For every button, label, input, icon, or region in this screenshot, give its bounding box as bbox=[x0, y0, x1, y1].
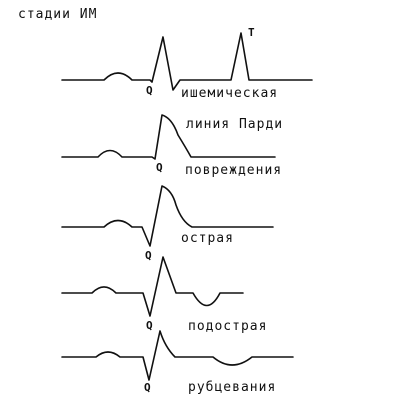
ecg-waveform-injury bbox=[61, 114, 276, 160]
ecg-waveform-scarring bbox=[61, 330, 294, 381]
stage-label-acute: острая bbox=[181, 231, 234, 246]
diagram-title: стадии ИМ bbox=[18, 7, 97, 22]
stage-label-subacute: подострая bbox=[188, 319, 267, 334]
q-label-scarring: Q bbox=[144, 381, 151, 394]
q-label-subacute: Q bbox=[146, 319, 153, 332]
annotation-pardee-line: линия Парди bbox=[186, 117, 283, 132]
stage-label-ischemic: ишемическая bbox=[181, 86, 278, 101]
stage-label-scarring: рубцевания bbox=[188, 380, 276, 395]
ecg-trace-ischemic: Q T ишемическая bbox=[61, 26, 313, 101]
ecg-trace-injury: Q линия Парди повреждения bbox=[61, 114, 283, 178]
ecg-waveform-ischemic bbox=[61, 32, 313, 91]
ecg-waveform-acute bbox=[61, 185, 274, 247]
q-label-injury: Q bbox=[156, 161, 163, 174]
ecg-trace-acute: Q острая bbox=[61, 185, 274, 262]
ecg-waveform-subacute bbox=[61, 256, 244, 317]
t-label-ischemic: T bbox=[248, 26, 255, 39]
ecg-trace-subacute: Q подострая bbox=[61, 256, 267, 334]
q-label-acute: Q bbox=[145, 249, 152, 262]
stage-label-injury: повреждения bbox=[185, 163, 282, 178]
q-label-ischemic: Q bbox=[146, 84, 153, 97]
ecg-trace-scarring: Q рубцевания bbox=[61, 330, 294, 395]
